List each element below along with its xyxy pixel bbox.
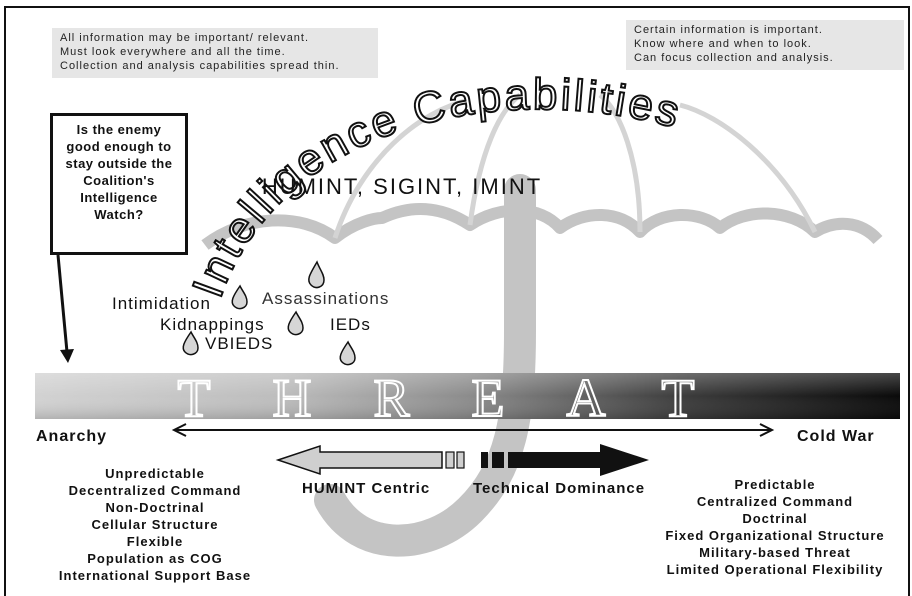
trait-item: Limited Operational Flexibility <box>666 562 884 577</box>
umbrella-canopy-rim <box>201 203 883 250</box>
trait-item: Non-Doctrinal <box>105 500 205 515</box>
note-left-line: All information may be important/ releva… <box>60 32 310 44</box>
raindrop-icon <box>308 260 325 289</box>
raindrop-icon <box>231 284 248 310</box>
question-arrow <box>56 254 74 363</box>
note-right-line: Certain information is important. <box>634 24 823 36</box>
question-line: Intelligence <box>80 190 158 205</box>
question-line: stay outside the <box>65 156 173 171</box>
umbrella-subtitle: HUMINT, SIGINT, IMINT <box>261 174 543 199</box>
question-line: Coalition's <box>83 173 155 188</box>
spectrum-right-end: Cold War <box>797 428 875 445</box>
raindrop-icon <box>287 310 304 336</box>
trait-item: Military-based Threat <box>699 545 851 560</box>
note-right-line: Know where and when to look. <box>634 38 812 50</box>
question-line: good enough to <box>66 139 172 154</box>
trait-item: Doctrinal <box>742 511 808 526</box>
threat-vbieds: VBIEDS <box>205 334 274 353</box>
trait-item: Cellular Structure <box>91 517 219 532</box>
threat-kidnappings: Kidnappings <box>160 315 265 334</box>
threat-ieds: IEDs <box>330 315 371 334</box>
note-left-line: Collection and analysis capabilities spr… <box>60 60 340 72</box>
trait-item: Centralized Command <box>696 494 854 509</box>
note-right: Certain information is important. Know w… <box>626 20 904 70</box>
humint-arrow <box>275 444 465 476</box>
raindrops <box>182 260 356 366</box>
note-left: All information may be important/ releva… <box>52 28 378 78</box>
spectrum-arrow <box>171 423 775 437</box>
trait-item: Decentralized Command <box>68 483 242 498</box>
note-right-line: Can focus collection and analysis. <box>634 52 834 64</box>
trait-item: Fixed Organizational Structure <box>665 528 885 543</box>
anarchy-traits: Unpredictable Decentralized Command Non-… <box>30 465 280 584</box>
question-box: Is the enemy good enough to stay outside… <box>50 113 188 255</box>
technical-arrow <box>481 444 649 476</box>
technical-dominance-label: Technical Dominance <box>473 480 646 497</box>
threat-assassinations: Assassinations <box>262 289 390 308</box>
trait-item: International Support Base <box>58 568 252 583</box>
threat-bar: THREAT <box>35 367 900 429</box>
threat-intimidation: Intimidation <box>112 294 211 313</box>
threat-bar-word: THREAT <box>178 368 757 428</box>
trait-item: Flexible <box>126 534 184 549</box>
raindrop-icon <box>339 340 356 366</box>
humint-centric-label: HUMINT Centric <box>302 480 431 497</box>
cold-war-traits: Predictable Centralized Command Doctrina… <box>640 476 910 578</box>
umbrella-canopy-ribs <box>332 93 818 239</box>
spectrum-left-end: Anarchy <box>36 428 108 445</box>
trait-item: Population as COG <box>87 551 223 566</box>
trait-item: Unpredictable <box>105 466 205 481</box>
question-line: Is the enemy <box>76 122 162 137</box>
raindrop-icon <box>182 330 199 356</box>
question-line: Watch? <box>94 207 144 222</box>
trait-item: Predictable <box>734 477 816 492</box>
note-left-line: Must look everywhere and all the time. <box>60 46 286 58</box>
diagram-frame <box>4 6 910 596</box>
